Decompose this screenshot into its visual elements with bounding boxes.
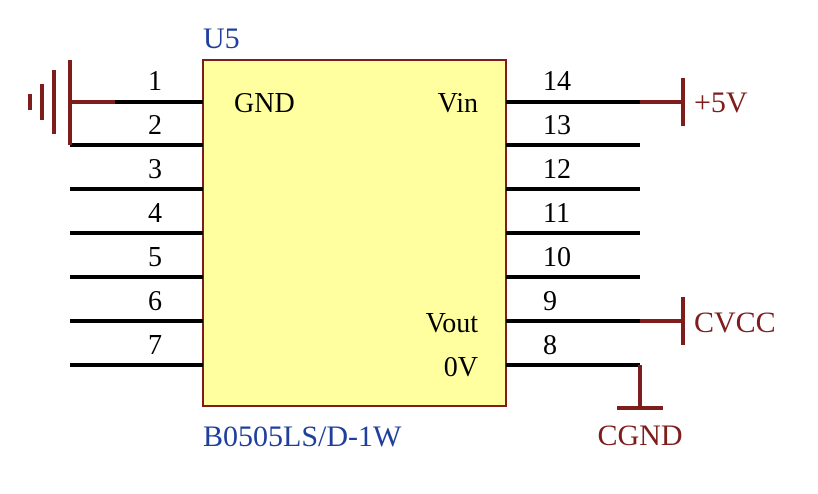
pin-number-5: 5 [148,242,162,273]
pin-name-vout: Vout [426,308,479,339]
pin-name-gnd: GND [234,88,295,119]
pin-number-14: 14 [543,66,571,97]
net-label-cgnd: CGND [597,419,682,452]
pin-number-7: 7 [148,330,162,361]
pin-number-12: 12 [543,154,571,185]
part-number-label: B0505LS/D-1W [203,420,402,453]
pin-number-2: 2 [148,110,162,141]
plus5v-port-icon[interactable] [640,78,685,126]
pin-number-1: 1 [148,66,162,97]
pin-number-8: 8 [543,330,557,361]
left-pins: 1 2 3 4 5 6 7 [70,66,203,367]
pin-number-13: 13 [543,110,571,141]
cgnd-port-icon[interactable] [617,365,663,410]
component-body[interactable] [202,59,507,407]
pin-number-11: 11 [543,198,570,229]
right-pins: 14 13 12 11 10 9 8 [506,66,640,367]
net-label-cvcc: CVCC [694,306,776,339]
ground-icon[interactable] [28,60,115,145]
pin-number-10: 10 [543,242,571,273]
net-label-plus5v: +5V [694,86,748,119]
pin-number-3: 3 [148,154,162,185]
pin-name-0v: 0V [444,352,478,383]
pin-number-6: 6 [148,286,162,317]
designator-label: U5 [203,22,240,55]
pin-name-vin: Vin [438,88,478,119]
pin-number-9: 9 [543,286,557,317]
pin-number-4: 4 [148,198,162,229]
cvcc-port-icon[interactable] [640,297,685,345]
